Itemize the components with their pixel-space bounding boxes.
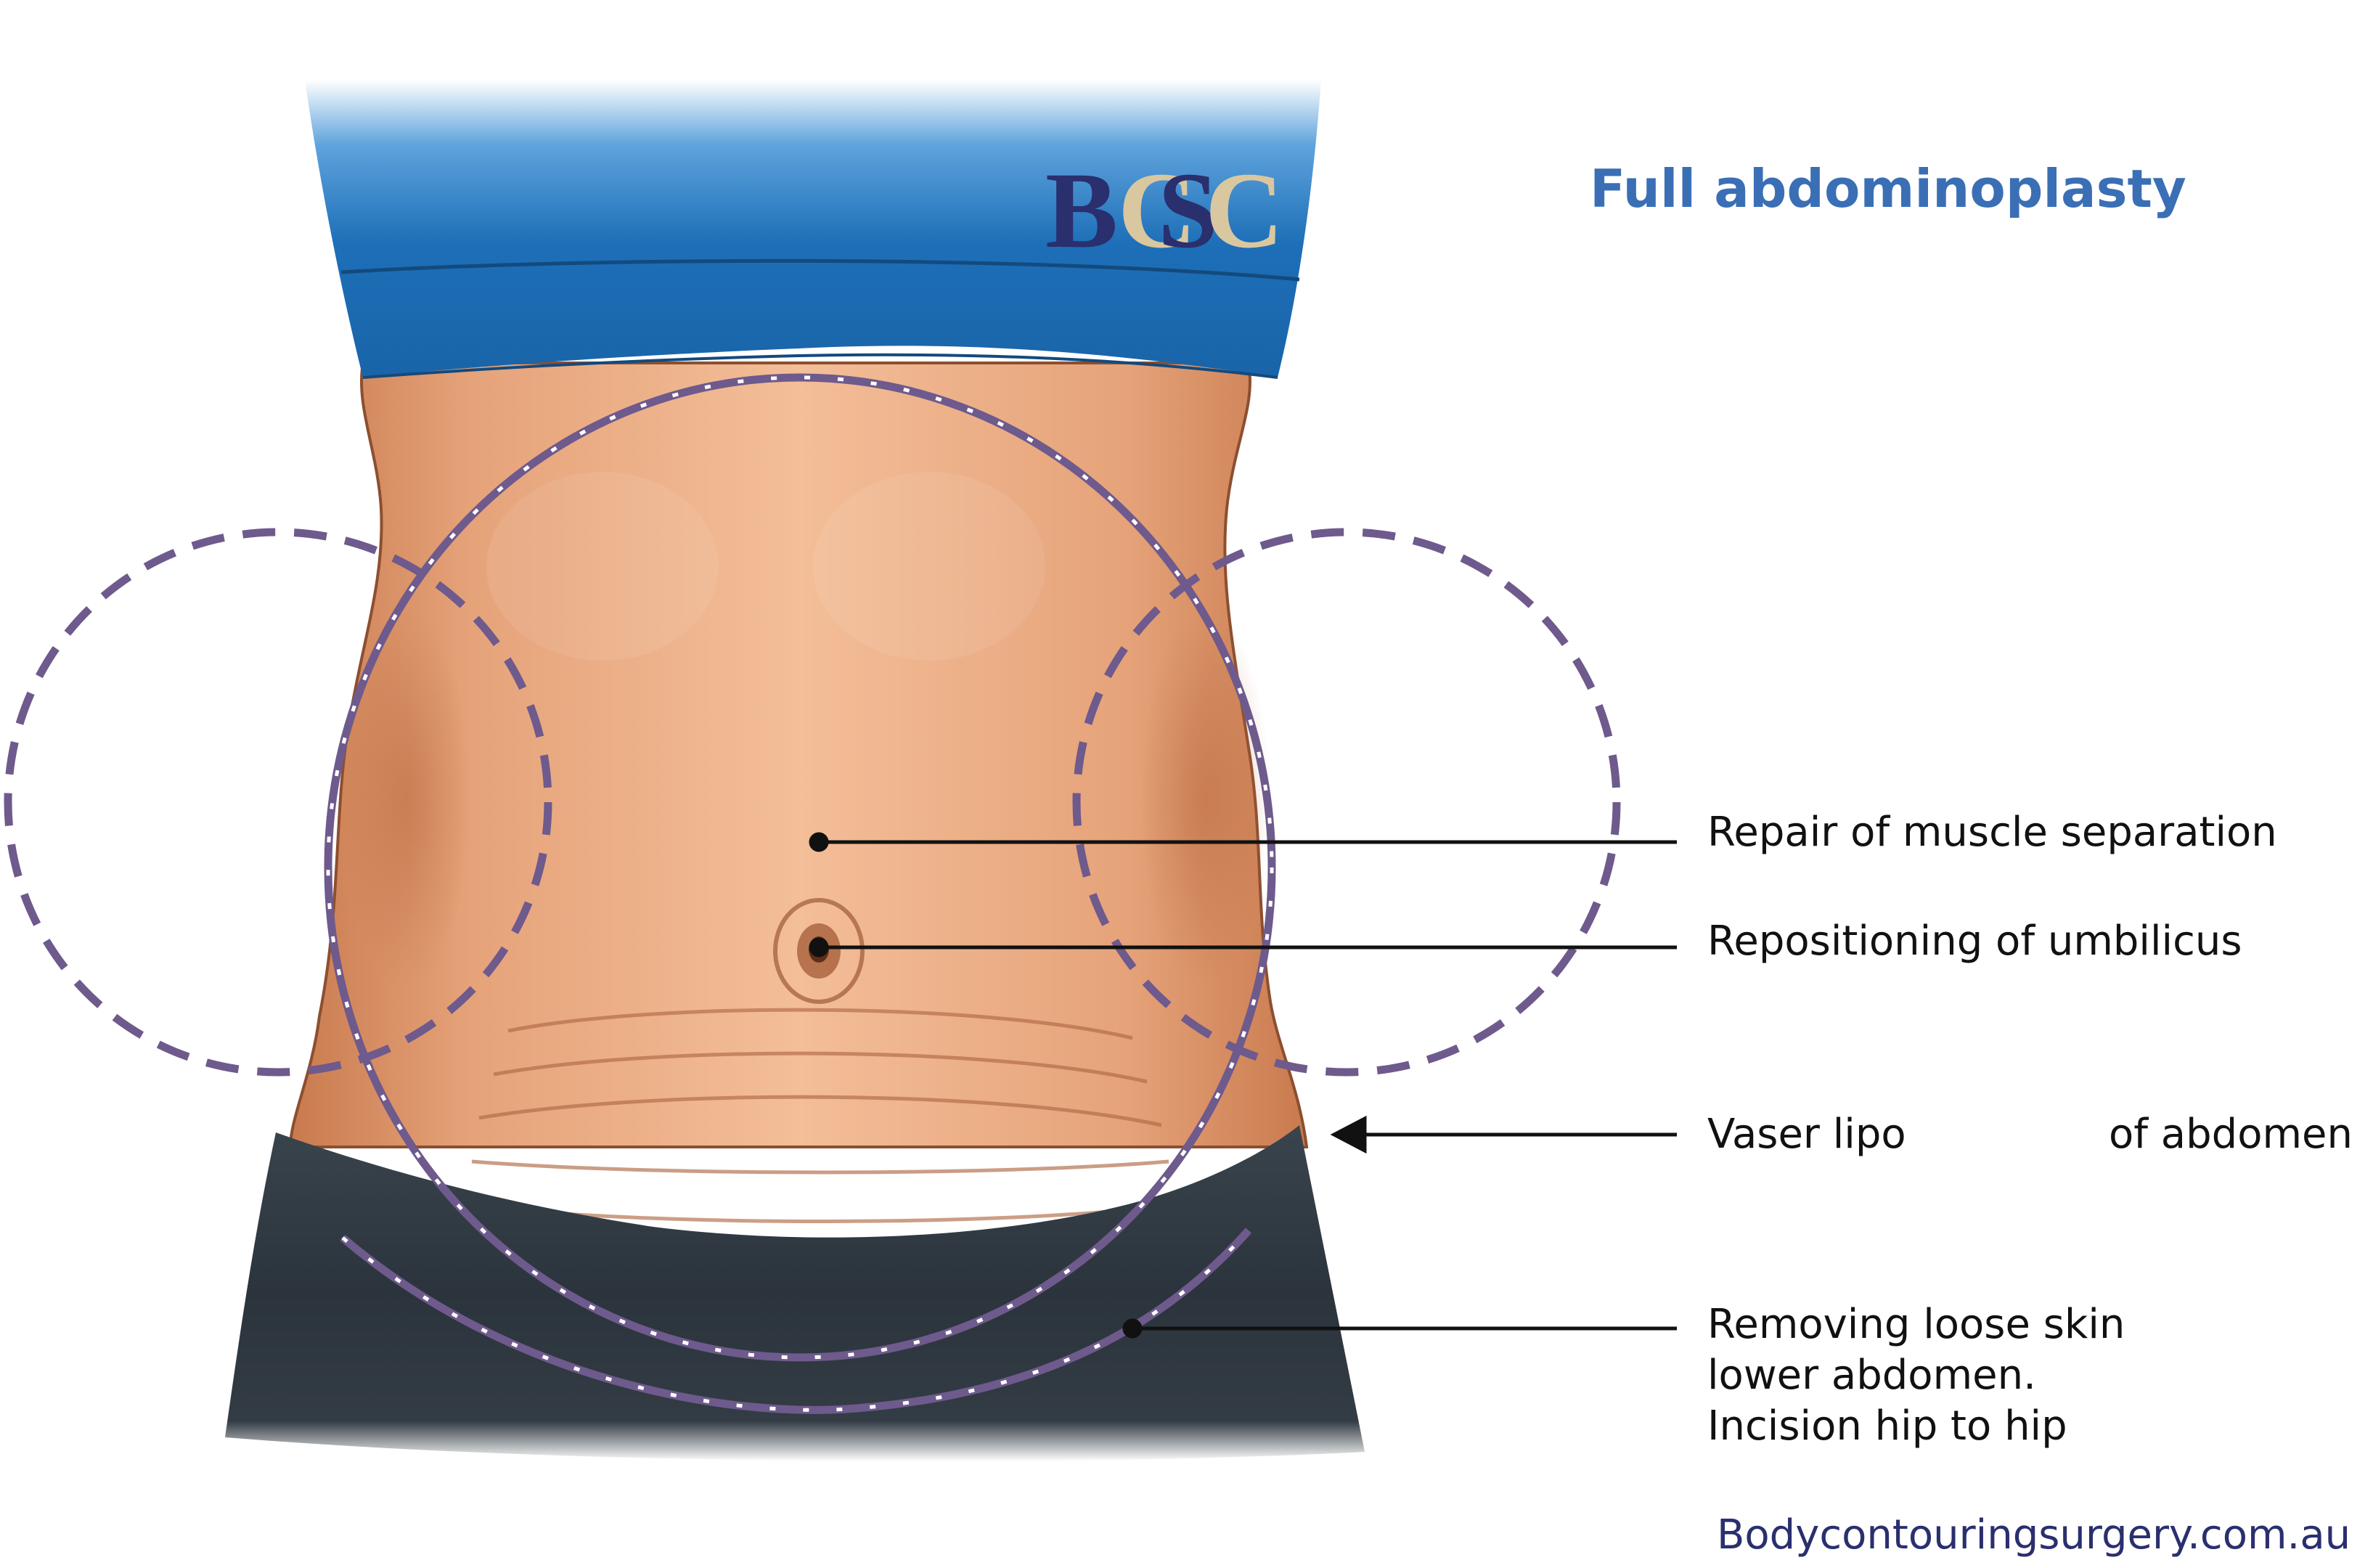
leader-vaser-arrow	[1330, 1115, 1367, 1154]
pants	[225, 1125, 1365, 1462]
leader-skin-dot	[1122, 1318, 1143, 1339]
label-vaser-lipo: Vaser lipo	[1707, 1111, 1906, 1158]
svg-text:C: C	[1205, 150, 1283, 271]
svg-text:C: C	[1118, 150, 1196, 271]
leader-lines	[809, 832, 1677, 1339]
svg-text:B: B	[1045, 150, 1118, 271]
website-link[interactable]: Bodycontouringsurgery.com.au	[1717, 1511, 2351, 1559]
label-muscle-repair: Repair of muscle separation	[1707, 809, 2277, 856]
svg-text:S: S	[1158, 150, 1218, 271]
right-flank-circle	[1072, 528, 1621, 1077]
bcsc-logo: B C S C	[1045, 150, 1283, 271]
sports-top	[305, 80, 1321, 377]
label-umbilicus: Repositioning of umbilicus	[1707, 918, 2242, 965]
torso-skin	[288, 362, 1309, 1148]
incision-arc	[340, 1228, 1252, 1414]
label-of-abdomen: of abdomen	[2109, 1111, 2353, 1158]
leader-muscle-dot	[809, 832, 829, 852]
label-loose-skin-2: lower abdomen.	[1707, 1352, 2036, 1399]
leader-umbilicus-dot	[809, 937, 829, 957]
abdomen-circle	[324, 373, 1276, 1362]
label-loose-skin-1: Removing loose skin	[1707, 1301, 2125, 1348]
label-loose-skin-3: Incision hip to hip	[1707, 1402, 2067, 1450]
diagram-title: Full abdominoplasty	[1590, 158, 2186, 219]
left-flank-circle	[4, 528, 552, 1077]
